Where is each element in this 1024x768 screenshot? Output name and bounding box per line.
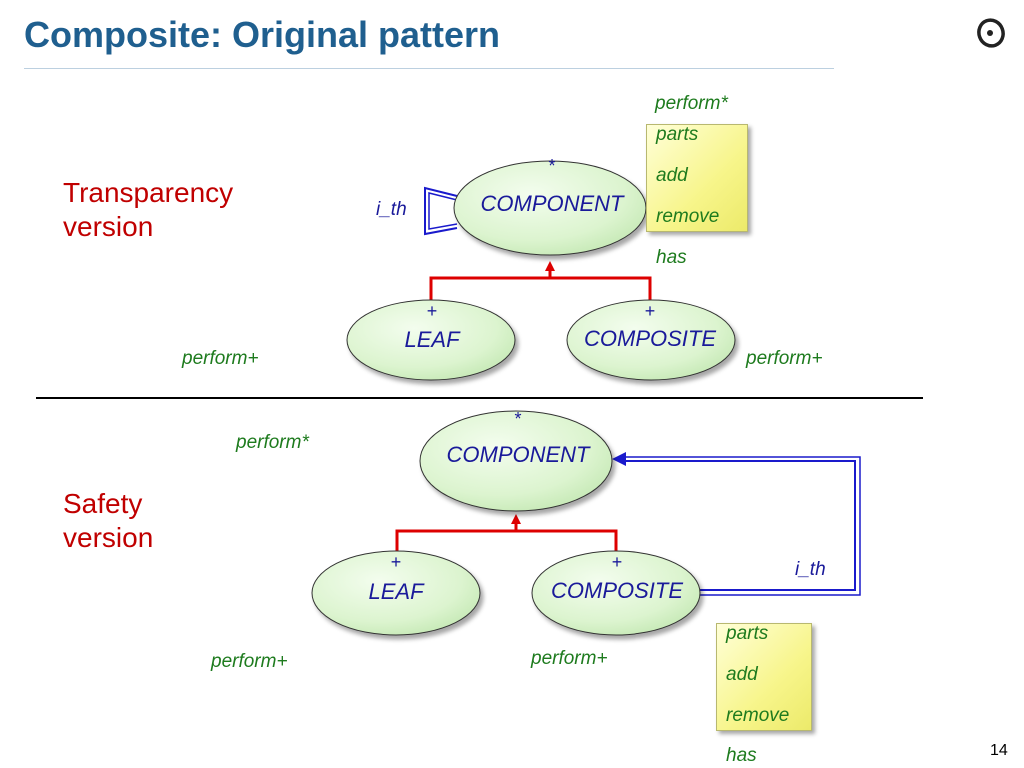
page-number: 14 bbox=[990, 742, 1008, 759]
safety-composite-marker: + bbox=[611, 552, 623, 572]
transparency-version-label: Transparency version bbox=[63, 176, 233, 244]
safety-leaf-name: LEAF bbox=[368, 579, 424, 604]
transparency-component-name: COMPONENT bbox=[480, 191, 624, 216]
safety-has-label: has bbox=[726, 745, 757, 766]
transparency-label-line2: version bbox=[63, 211, 154, 242]
transparency-composite-node bbox=[566, 299, 736, 381]
transparency-feature-parts: parts bbox=[656, 124, 699, 145]
safety-composite-name: COMPOSITE bbox=[550, 578, 684, 603]
safety-features-note bbox=[716, 623, 812, 731]
transparency-inheritance-links bbox=[429, 261, 652, 300]
slide-title: Composite: Original pattern bbox=[24, 14, 501, 55]
safety-feature-remove: remove bbox=[726, 705, 790, 726]
transparency-leaf-marker: + bbox=[426, 301, 438, 321]
safety-composite-node bbox=[531, 550, 701, 636]
transparency-composite-feature: perform+ bbox=[746, 348, 823, 369]
safety-client-arrow bbox=[612, 452, 861, 596]
transparency-composite-name: COMPOSITE bbox=[583, 326, 717, 351]
transparency-feature-remove: remove bbox=[656, 206, 720, 227]
eiffel-logo-icon bbox=[977, 18, 1005, 48]
safety-feature-add: add bbox=[726, 664, 758, 685]
transparency-leaf-name: LEAF bbox=[404, 327, 460, 352]
safety-leaf-node bbox=[311, 550, 481, 636]
transparency-ith-label: i_th bbox=[376, 199, 407, 220]
safety-component-node bbox=[419, 410, 613, 512]
transparency-leaf-node bbox=[346, 299, 516, 381]
transparency-has-label: has bbox=[656, 247, 687, 268]
safety-inheritance-links bbox=[395, 514, 618, 554]
transparency-composite-marker: + bbox=[644, 301, 656, 321]
transparency-component-marker: * bbox=[548, 156, 556, 176]
safety-version-label: Safety version bbox=[63, 487, 153, 555]
transparency-component-feature: perform* bbox=[655, 93, 728, 114]
safety-label-line1: Safety bbox=[63, 488, 143, 519]
safety-component-feature: perform* bbox=[236, 432, 309, 453]
transparency-features-note bbox=[646, 124, 748, 232]
safety-feature-parts: parts bbox=[726, 623, 769, 644]
safety-label-line2: version bbox=[63, 522, 154, 553]
version-divider bbox=[36, 397, 923, 399]
safety-composite-feature: perform+ bbox=[531, 648, 608, 669]
transparency-leaf-feature: perform+ bbox=[182, 348, 259, 369]
transparency-feature-add: add bbox=[656, 165, 688, 186]
title-underline bbox=[24, 68, 834, 69]
safety-component-name: COMPONENT bbox=[446, 442, 590, 467]
transparency-label-line1: Transparency bbox=[63, 177, 234, 208]
safety-component-marker: * bbox=[514, 409, 522, 429]
safety-ith-label: i_th bbox=[795, 559, 826, 580]
transparency-client-arrow bbox=[424, 186, 458, 236]
safety-leaf-feature: perform+ bbox=[211, 651, 288, 672]
safety-leaf-marker: + bbox=[390, 552, 402, 572]
